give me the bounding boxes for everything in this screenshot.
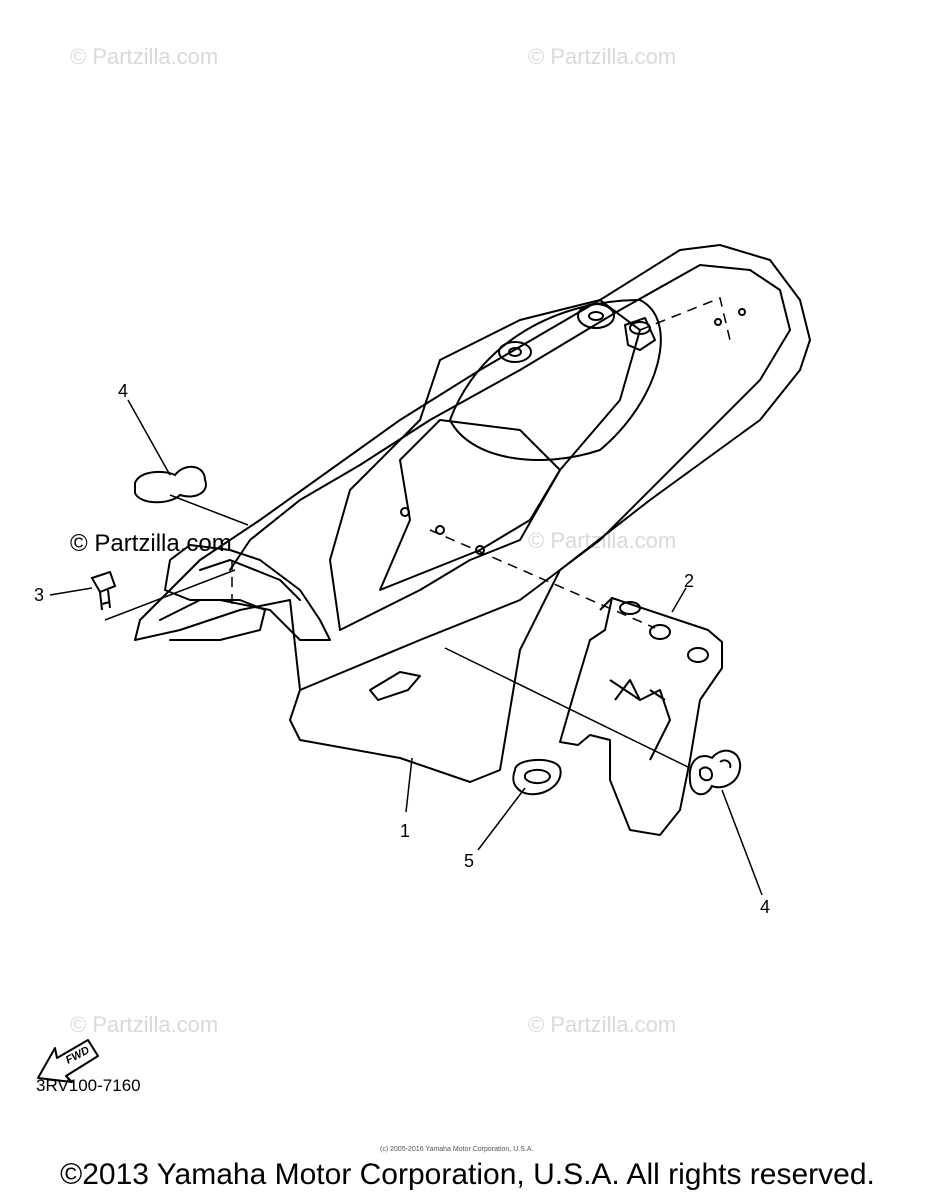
- tiny-credit: (c) 2005-2016 Yamaha Motor Corporation, …: [380, 1146, 534, 1153]
- leader-part-5: [477, 787, 526, 851]
- watermark-top-left: © Partzilla.com: [70, 44, 219, 69]
- bracket-hole-1: [619, 601, 641, 615]
- watermark-top-right: © Partzilla.com: [528, 44, 677, 69]
- watermark-mid-right: © Partzilla.com: [528, 528, 677, 553]
- callout-part-2: 2: [684, 571, 695, 591]
- diagram-code: 3RV100-7160: [36, 1076, 141, 1095]
- emblem-lower: [688, 749, 742, 796]
- copyright-notice: ©2013 Yamaha Motor Corporation, U.S.A. A…: [60, 1158, 875, 1191]
- plate-bracket: [559, 597, 723, 836]
- bolt: [90, 570, 117, 594]
- callout-part-5: 5: [464, 851, 475, 871]
- bracket-hole-3: [687, 647, 709, 663]
- dash-line-bracket-hole: [429, 529, 656, 629]
- watermark-bottom-right: © Partzilla.com: [528, 1012, 677, 1037]
- watermark-mid-left: © Partzilla.com: [70, 530, 232, 557]
- rear-fender-outline: [134, 244, 811, 783]
- fender-grommet-2: [577, 303, 615, 329]
- fender-storage-floor: [379, 419, 561, 591]
- dash-line-emblem-to-fender: [169, 494, 249, 526]
- seat-mount-oval: [449, 299, 662, 461]
- dash-line-grommet: [639, 296, 731, 341]
- front-bracket: [164, 544, 331, 641]
- dash-line-bolt-to-fender: [104, 569, 236, 621]
- fender-grommet-1: [498, 341, 532, 363]
- fender-storage-well: [329, 299, 641, 631]
- leader-part-3: [49, 587, 93, 596]
- fender-boss: [624, 317, 656, 351]
- leader-part-4-lower: [721, 789, 763, 896]
- leader-part-2: [671, 587, 687, 613]
- emblem-upper: [134, 465, 207, 504]
- watermark-bottom-left: © Partzilla.com: [70, 1012, 219, 1037]
- leader-part-4-upper: [127, 399, 171, 476]
- callout-part-4-lower: 4: [760, 897, 771, 917]
- fender-slot: [369, 671, 421, 701]
- grommet: [512, 758, 562, 796]
- bracket-hole-2: [649, 624, 671, 640]
- leader-part-1: [405, 757, 413, 813]
- fwd-arrow-icon: [37, 1039, 99, 1083]
- callout-part-3: 3: [34, 585, 45, 605]
- rear-fender-inner-rim: [229, 264, 791, 691]
- callout-part-1: 1: [400, 821, 411, 841]
- line-emblem-lower: [444, 647, 691, 769]
- callout-part-4-upper: 4: [118, 381, 129, 401]
